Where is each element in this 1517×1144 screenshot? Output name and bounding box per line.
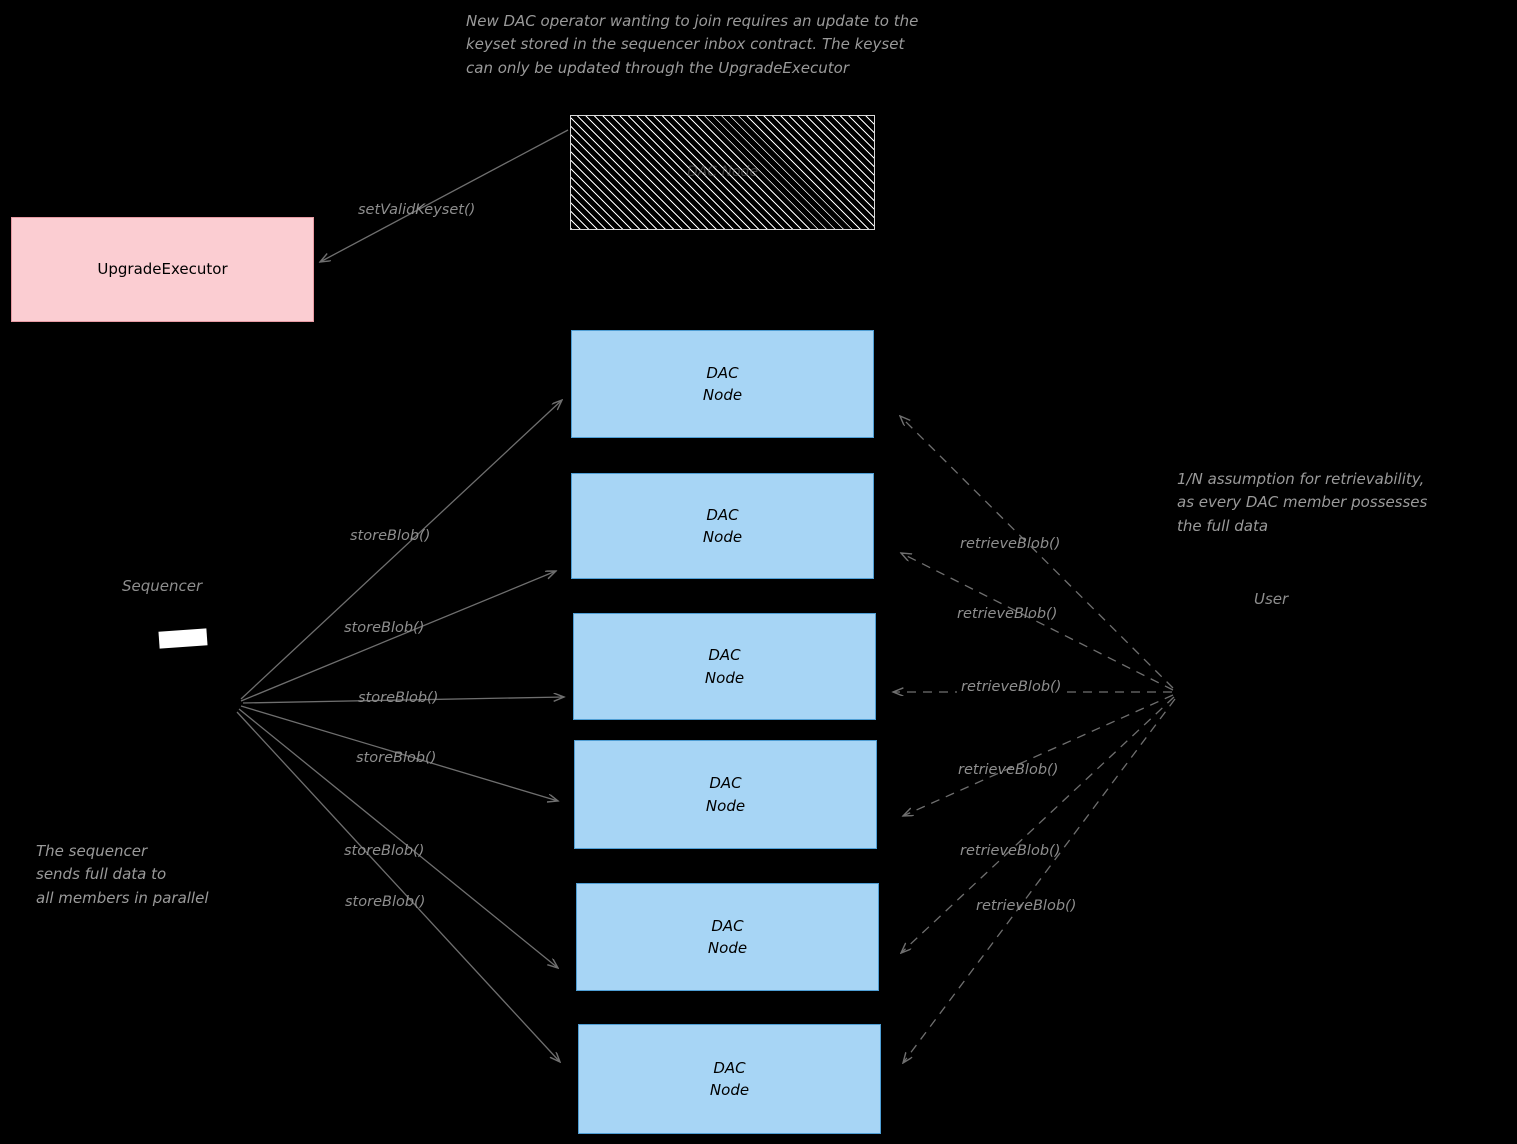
sequencer-label: Sequencer <box>122 577 203 595</box>
edge-label-retrieve-blob-5: retrieveBlob() <box>960 843 1061 859</box>
sequencer-parallel-note: The sequencer sends full data to all mem… <box>36 842 209 907</box>
dac-node-4-line1: DAC <box>709 774 742 792</box>
dac-node-2: DAC Node <box>571 473 874 579</box>
new-dac-node-box: DAC Node <box>570 115 875 230</box>
dac-node-6: DAC Node <box>578 1024 881 1134</box>
dac-node-3: DAC Node <box>573 613 876 720</box>
dac-node-6-line1: DAC <box>713 1058 746 1077</box>
retrievability-note: 1/N assumption for retrievability, as ev… <box>1177 470 1428 535</box>
edge-label-retrieve-blob-2: retrieveBlob() <box>957 606 1058 622</box>
dac-node-4: DAC Node <box>574 740 877 849</box>
new-dac-node-label: DAC Node <box>686 164 759 180</box>
edge-label-store-blob-1: storeBlob() <box>350 528 431 544</box>
edge-label-set-valid-keyset: setValidKeyset() <box>358 202 476 218</box>
dac-node-6-line2: Node <box>709 1081 750 1099</box>
edge-label-retrieve-blob-3: retrieveBlob() <box>957 679 1066 695</box>
dac-node-2-line1: DAC <box>706 505 739 524</box>
edge-label-store-blob-3: storeBlob() <box>358 690 439 706</box>
upgrade-executor-box: UpgradeExecutor <box>11 217 314 322</box>
edge-label-store-blob-5: storeBlob() <box>344 843 425 859</box>
sequencer-icon <box>158 628 208 649</box>
dac-node-2-line2: Node <box>702 528 743 546</box>
keyset-update-note: New DAC operator wanting to join require… <box>466 12 919 77</box>
dac-node-3-line1: DAC <box>708 646 741 664</box>
dac-node-4-line2: Node <box>705 796 746 815</box>
dac-node-5: DAC Node <box>576 883 879 991</box>
dac-node-5-line2: Node <box>707 939 748 957</box>
dac-node-3-line2: Node <box>704 668 745 687</box>
dac-node-1: DAC Node <box>571 330 874 438</box>
edge-label-retrieve-blob-6: retrieveBlob() <box>976 898 1077 914</box>
dac-node-5-line1: DAC <box>711 916 744 935</box>
user-label: User <box>1254 590 1289 608</box>
dac-node-1-line2: Node <box>702 386 743 404</box>
dac-node-1-line1: DAC <box>706 363 739 382</box>
edge-label-store-blob-6: storeBlob() <box>345 894 426 910</box>
upgrade-executor-label: UpgradeExecutor <box>97 260 228 279</box>
edge-label-store-blob-2: storeBlob() <box>344 620 425 636</box>
edge-label-retrieve-blob-1: retrieveBlob() <box>960 536 1061 552</box>
edge-label-retrieve-blob-4: retrieveBlob() <box>958 762 1059 778</box>
edge-label-store-blob-4: storeBlob() <box>356 750 437 766</box>
